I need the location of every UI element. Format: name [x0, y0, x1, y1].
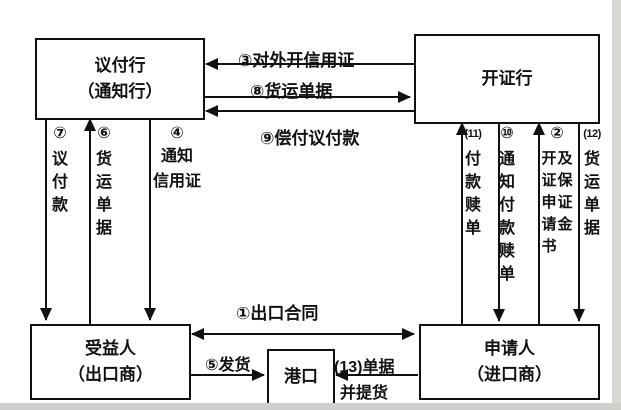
flow-label-docs-to-applicant: (12) 货运单据	[576, 124, 608, 240]
flow-text-apply-lc-col2: 及保证金	[557, 150, 573, 233]
flow-label-advise-lc: ④ 通知 信用证	[150, 124, 204, 194]
port-name: 港口	[284, 367, 318, 386]
flow-label-notify-redeem: ⑩ 通知付款赎单	[492, 124, 522, 286]
flow-text-pay-redeem: 付款赎单	[464, 151, 481, 237]
flow-label-shipping-docs-to-issuer: ⑧货运单据	[250, 82, 333, 101]
negotiating-bank-name: 议付行	[94, 56, 146, 75]
applicant-name: 申请人	[484, 339, 535, 358]
port-box: 港口	[267, 349, 335, 405]
flow-label-open-lc: ③对外开信用证	[238, 51, 355, 70]
flow-label-take-delivery-line1: (13)单据	[334, 359, 395, 376]
flow-text-notify-redeem: 通知付款赎单	[498, 151, 515, 283]
flow-num-advise-lc: ④	[170, 125, 184, 142]
flow-num-docs-to-negotiating: ⑥	[97, 125, 111, 142]
flow-num-negotiate-pay: ⑦	[53, 125, 67, 142]
flow-label-docs-to-negotiating: ⑥ 货运单据	[94, 124, 114, 240]
negotiating-bank-box: 议付行 （通知行）	[35, 38, 205, 120]
flow-text-advise-lc-line1: 通知	[160, 148, 193, 165]
flow-num-pay-redeem: (11)	[464, 128, 482, 140]
flow-label-take-delivery-line2: 并提货	[340, 385, 389, 402]
flow-label-reimburse: ⑨偿付议付款	[260, 129, 360, 148]
scan-edge-right	[612, 0, 621, 410]
issuing-bank-box: 开证行	[414, 34, 600, 124]
beneficiary-subname: （出口商）	[68, 365, 153, 384]
flow-num-apply-lc: ②	[550, 125, 564, 142]
applicant-box: 申请人 （进口商）	[419, 324, 600, 400]
flow-text-advise-lc-line2: 信用证	[152, 173, 201, 190]
applicant-subname: （进口商）	[467, 365, 552, 384]
scan-edge-bottom	[0, 403, 621, 410]
flow-label-pay-redeem: (11) 付款赎单	[458, 124, 488, 240]
flow-text-docs-to-applicant: 货运单据	[583, 151, 600, 237]
flow-label-ship-goods: ⑤发货	[205, 357, 251, 374]
flow-num-notify-redeem: ⑩	[500, 125, 514, 142]
flow-num-docs-to-applicant: (12)	[583, 128, 601, 140]
negotiating-bank-subname: （通知行）	[77, 82, 163, 101]
beneficiary-name: 受益人	[85, 339, 136, 358]
flow-label-apply-lc: ② 开证申请书 及保证金	[541, 124, 573, 258]
beneficiary-box: 受益人 （出口商）	[30, 324, 191, 400]
flow-label-export-contract: ①出口合同	[236, 304, 319, 323]
issuing-bank-name: 开证行	[481, 69, 533, 88]
flow-text-apply-lc-col1: 开证申请书	[541, 150, 557, 255]
flow-label-negotiate-pay: ⑦ 议付款	[50, 124, 70, 217]
flow-text-negotiate-pay: 议付款	[51, 151, 68, 214]
flow-text-docs-to-negotiating: 货运单据	[95, 151, 112, 237]
